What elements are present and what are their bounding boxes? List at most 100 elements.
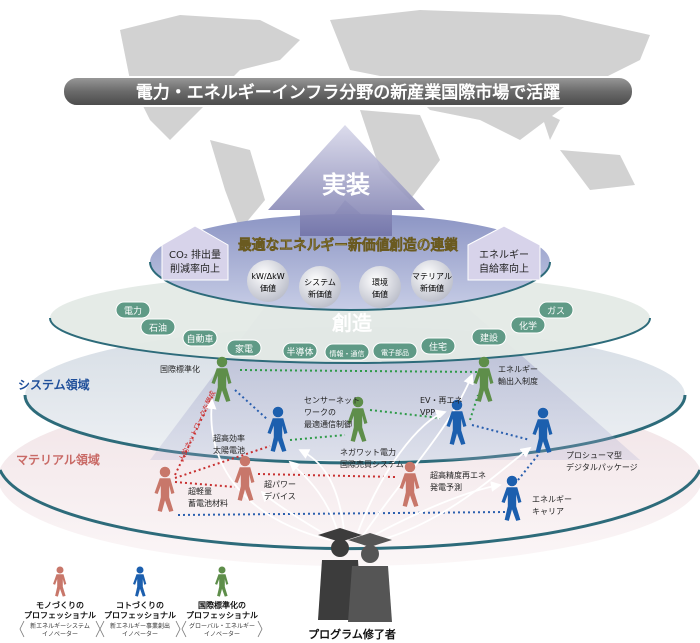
- person-label: デジタルパッケージ: [566, 462, 638, 472]
- people: 国際標準化ネガワット電力国際売買システムエネルギー輸出入制度センサーネットワーク…: [154, 356, 638, 521]
- material-layer-label: マテリアル領域: [16, 452, 100, 467]
- value-text: 環境: [372, 277, 388, 287]
- industry-label: 家電: [235, 343, 253, 355]
- legend-title: プロフェッショナル: [186, 610, 258, 620]
- value-text: マテリアル: [412, 272, 452, 281]
- person-label: VPP: [420, 408, 435, 417]
- industry-label: 電子部品: [381, 348, 409, 357]
- person-label: 蓄電池材料: [188, 498, 228, 508]
- person-label: センサーネット: [304, 396, 360, 405]
- person-label: 発電予測: [430, 482, 462, 492]
- legend-subtitle: イノベーター: [122, 630, 158, 638]
- banner: 電力・エネルギーインフラ分野の新産業国際市場で活躍: [62, 76, 634, 107]
- person-icon: [215, 566, 229, 597]
- legend-subtitle: イノベーター: [42, 630, 78, 638]
- house-text: 自給率向上: [479, 262, 529, 275]
- industry-pill: 情報・通信: [324, 343, 370, 361]
- person-label: ネガワット電力: [340, 447, 396, 457]
- person-label: 超高精度再エネ: [430, 470, 486, 480]
- person-icon: [53, 566, 67, 597]
- value-text: kW/ΔkW: [251, 272, 284, 281]
- system-layer-label: システム領域: [18, 377, 90, 392]
- industry-label: 半導体: [286, 346, 313, 358]
- graduates: プログラム修了者: [308, 528, 396, 641]
- world-map: [120, 10, 650, 230]
- industry-label: 自動車: [186, 333, 213, 345]
- person-label: 太陽電池: [213, 445, 245, 455]
- banner-title: 電力・エネルギーインフラ分野の新産業国際市場で活躍: [136, 82, 561, 103]
- person-icon: [133, 566, 147, 597]
- implementation-arrow: 実装: [268, 125, 425, 236]
- value-text: 価値: [372, 289, 388, 299]
- person-label: 国際標準化: [160, 364, 200, 374]
- industry-pill: 半導体: [282, 342, 318, 360]
- creation-label: 創造: [331, 311, 373, 335]
- person-label: 超軽量: [188, 486, 212, 496]
- value-material: マテリアル 新価値: [411, 260, 453, 302]
- industry-pill: 建設: [471, 328, 507, 346]
- value-text: システム: [304, 278, 336, 287]
- value-circles: kW/ΔkW 価値 システム 新価値 環境 価値 マテリアル 新価値: [247, 260, 453, 308]
- legend-title: プロフェッショナル: [104, 610, 176, 620]
- graduate-figure: [348, 533, 392, 622]
- arrow-label: 実装: [322, 171, 370, 199]
- person-label: 輸出入制度: [498, 376, 538, 386]
- person-label: 最適通信制御: [304, 419, 352, 429]
- industry-label: 電力: [124, 305, 142, 317]
- industry-label: ガス: [547, 306, 565, 317]
- house-text: エネルギー: [479, 249, 529, 261]
- person-label: 国際売買システム: [340, 459, 404, 469]
- industry-label: 石油: [149, 322, 167, 334]
- industry-pill: 自動車: [182, 329, 218, 347]
- house-co2: CO₂ 排出量 削減率向上: [161, 225, 229, 281]
- person-label: 超パワー: [264, 479, 296, 489]
- industry-pill: 住宅: [420, 337, 456, 355]
- chain-title: 最適なエネルギー新価値創造の連鎖: [238, 236, 458, 254]
- industry-pill: 石油: [140, 318, 176, 336]
- person-label: エネルギー: [532, 495, 572, 504]
- value-layer-edge: [149, 261, 551, 311]
- industry-pill: 電子部品: [372, 342, 418, 360]
- legend-subtitle: 新エネルギー事業創出: [110, 622, 170, 630]
- graduates-label: プログラム修了者: [308, 627, 396, 641]
- value-system: システム 新価値: [299, 266, 341, 308]
- legend-title: モノづくりの: [36, 600, 84, 610]
- industry-pill: 電力: [115, 301, 151, 319]
- person-label: デバイス: [264, 491, 296, 501]
- connections: [174, 369, 539, 516]
- legend: モノづくりのプロフェッショナル新エネルギーシステムイノベーターコトづくりのプロフ…: [19, 566, 263, 638]
- industry-pill: 化学: [510, 316, 546, 334]
- person-blue: EV・再エネ VPP: [420, 396, 467, 445]
- industry-pill: ガス: [538, 301, 574, 319]
- value-environment: 環境 価値: [359, 266, 401, 308]
- value-text: 価値: [260, 283, 276, 293]
- industry-label: 情報・通信: [330, 349, 365, 358]
- person-label: プロシューマ型: [566, 451, 622, 460]
- creation-layer-edge: [49, 317, 651, 364]
- bracket: [99, 620, 181, 638]
- system-layer-edge: [23, 394, 687, 465]
- industry-label: 建設: [480, 332, 498, 344]
- industry-label: 化学: [519, 320, 537, 332]
- house-text: CO₂ 排出量: [169, 248, 221, 261]
- legend-subtitle: イノベーター: [204, 630, 240, 638]
- person-label: EV・再エネ: [420, 396, 463, 405]
- material-layer-edge: [0, 469, 700, 551]
- person-green: 国際標準化: [160, 356, 232, 402]
- value-text: 新価値: [420, 283, 444, 293]
- legend-subtitle: グローバル・エネルギー: [189, 622, 255, 630]
- bracket: [181, 620, 263, 638]
